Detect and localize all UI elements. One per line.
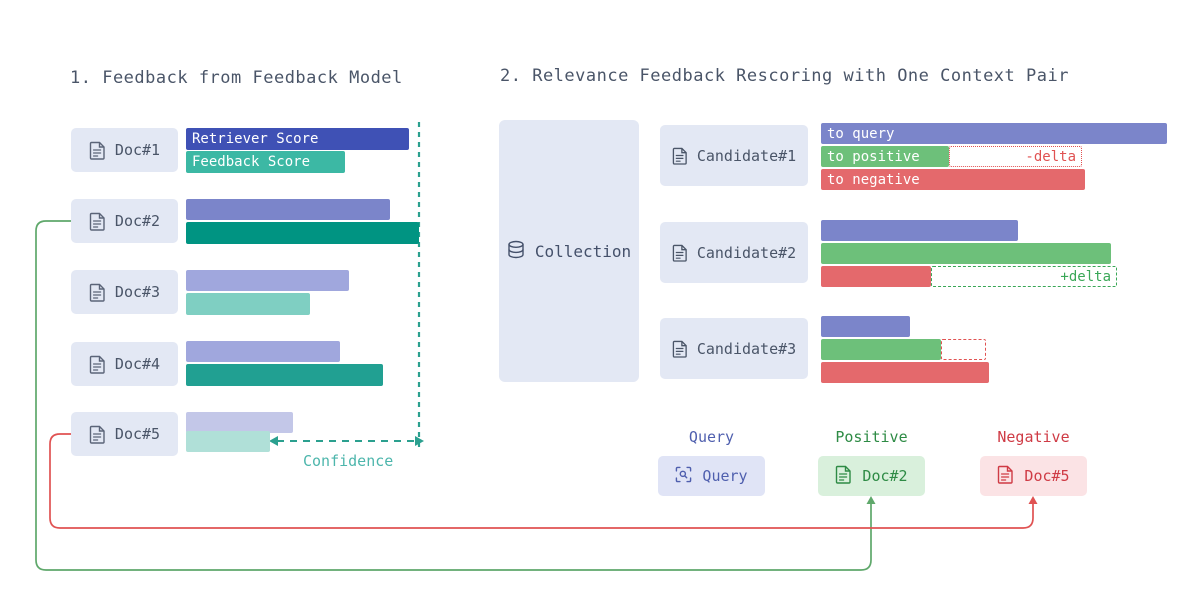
- caption-positive: Positive: [835, 428, 908, 446]
- section-title-rescoring: 2. Relevance Feedback Rescoring with One…: [500, 66, 1069, 86]
- candidate-chip-label: Candidate#3: [696, 339, 797, 358]
- card-positive-label: Doc#2: [862, 467, 908, 485]
- document-icon: [997, 465, 1014, 488]
- doc-chip-label: Doc#1: [114, 141, 161, 159]
- document-icon: [672, 340, 688, 358]
- feedback-score-bar-4: [186, 364, 383, 386]
- collection-label: Collection: [534, 241, 632, 261]
- document-icon: [89, 355, 106, 374]
- confidence-arrow-right: [415, 436, 424, 446]
- to-positive-bar-2: [821, 243, 1111, 264]
- card-negative[interactable]: Doc#5: [980, 456, 1087, 496]
- delta-box-2: +delta: [931, 266, 1117, 287]
- document-icon: [89, 212, 106, 231]
- document-icon: [89, 425, 106, 444]
- card-positive[interactable]: Doc#2: [818, 456, 925, 496]
- doc-chip-label: Doc#2: [114, 212, 161, 230]
- positive-connector-arrow: [866, 496, 876, 504]
- to-positive-bar-3: [821, 339, 941, 360]
- feedback-score-bar-3: [186, 293, 310, 315]
- document-icon: [672, 244, 688, 262]
- negative-connector-arrow: [1028, 496, 1038, 504]
- card-query-label: Query: [702, 467, 748, 485]
- document-icon: [89, 283, 106, 302]
- document-icon: [835, 465, 852, 488]
- confidence-arrow-left: [269, 436, 278, 446]
- feedback-score-bar-1: Feedback Score: [186, 151, 345, 173]
- document-icon: [89, 141, 106, 160]
- candidate-chip-label: Candidate#1: [696, 146, 797, 165]
- doc-chip-2[interactable]: Doc#2: [71, 199, 178, 243]
- doc-chip-3[interactable]: Doc#3: [71, 270, 178, 314]
- caption-negative: Negative: [997, 428, 1070, 446]
- candidate-chip-1[interactable]: Candidate#1: [660, 125, 808, 186]
- to-query-bar-1: to query: [821, 123, 1167, 144]
- collection-box[interactable]: Collection: [499, 120, 639, 382]
- retriever-score-bar-3: [186, 270, 349, 291]
- delta-box-3: [941, 339, 986, 360]
- feedback-score-bar-5: [186, 431, 270, 452]
- retriever-score-bar-4: [186, 341, 340, 362]
- candidate-chip-label: Candidate#2: [696, 243, 797, 262]
- confidence-label: Confidence: [303, 452, 394, 470]
- to-query-bar-2: [821, 220, 1018, 241]
- delta-box-1: -delta: [949, 146, 1082, 167]
- document-icon: [672, 147, 688, 165]
- to-negative-bar-2: [821, 266, 931, 287]
- doc-chip-1[interactable]: Doc#1: [71, 128, 178, 172]
- to-negative-bar-1: to negative: [821, 169, 1085, 190]
- candidate-chip-3[interactable]: Candidate#3: [660, 318, 808, 379]
- feedback-score-bar-2: [186, 222, 419, 244]
- database-icon: [507, 240, 525, 263]
- doc-chip-label: Doc#5: [114, 425, 161, 443]
- retriever-score-bar-1: Retriever Score: [186, 128, 409, 150]
- to-positive-bar-1: to positive: [821, 146, 949, 167]
- retriever-score-bar-5: [186, 412, 293, 433]
- scan-search-icon: [675, 466, 692, 487]
- doc-chip-label: Doc#4: [114, 355, 161, 373]
- caption-query: Query: [688, 428, 735, 446]
- doc-chip-4[interactable]: Doc#4: [71, 342, 178, 386]
- section-title-feedback: 1. Feedback from Feedback Model: [70, 68, 403, 88]
- candidate-chip-2[interactable]: Candidate#2: [660, 222, 808, 283]
- to-negative-bar-3: [821, 362, 989, 383]
- doc-chip-label: Doc#3: [114, 283, 161, 301]
- to-query-bar-3: [821, 316, 910, 337]
- card-query[interactable]: Query: [658, 456, 765, 496]
- retriever-score-bar-2: [186, 199, 390, 220]
- doc-chip-5[interactable]: Doc#5: [71, 412, 178, 456]
- card-negative-label: Doc#5: [1024, 467, 1070, 485]
